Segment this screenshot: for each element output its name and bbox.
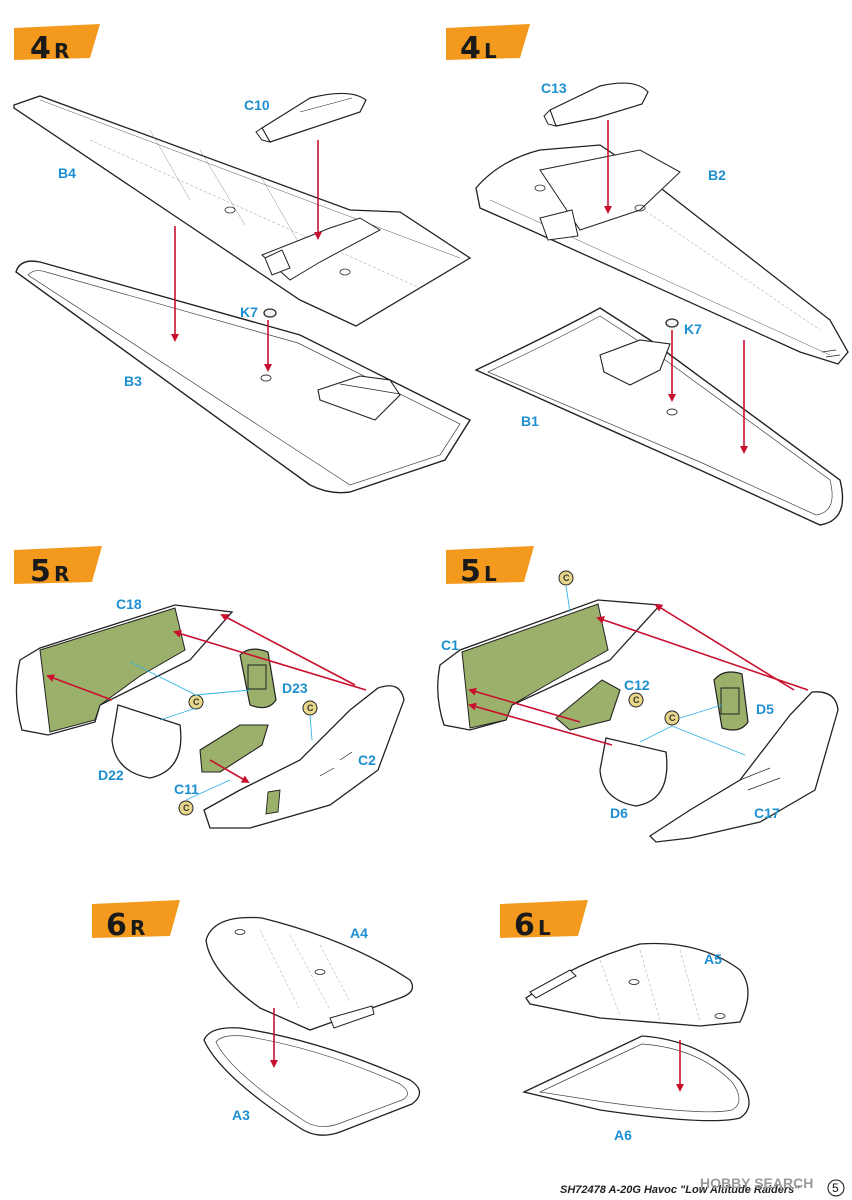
leader-line (565, 585, 746, 756)
part-label-d22: D22 (98, 767, 124, 783)
part-label-c12: C12 (624, 677, 650, 693)
part-label-c17: C17 (754, 805, 780, 821)
part-label-b3: B3 (124, 373, 142, 389)
part-label-a4: A4 (350, 925, 368, 941)
part-label-k7: K7 (684, 321, 702, 337)
glue-icon: C (558, 570, 574, 586)
part-label-b4: B4 (58, 165, 76, 181)
part-d6-shape (599, 737, 668, 807)
step-flag-5l: 5 L (446, 546, 534, 589)
part-a6-shape (522, 1035, 750, 1122)
page-number-badge (827, 1179, 845, 1197)
assembly-arrow (468, 702, 613, 746)
assembly-arrow (209, 759, 250, 784)
svg-text:C: C (633, 695, 640, 705)
step-side: L (484, 39, 497, 63)
glue-icon: C (302, 700, 318, 716)
part-label-b2: B2 (708, 167, 726, 183)
step-side: L (538, 916, 551, 940)
step-side: R (54, 39, 69, 63)
part-label-c18: C18 (116, 596, 142, 612)
step-number: 5 (460, 554, 481, 589)
assembly-arrow (654, 603, 795, 691)
step-flag-5r: 5 R (14, 546, 102, 589)
step-flag-4r: 4 R (14, 24, 100, 66)
part-label-d5: D5 (756, 701, 774, 717)
part-label-c10: C10 (244, 97, 270, 113)
svg-text:C: C (183, 803, 190, 813)
assembly-arrow (46, 674, 113, 701)
part-d22-shape (111, 704, 182, 779)
part-d5-shape (713, 671, 749, 731)
step-4l: 4 L C13 B2 K7 B1 (446, 24, 849, 526)
part-c2-shape (203, 685, 405, 829)
footer: SH72478 A-20G Havoc "Low Altitude Raider… (560, 1175, 845, 1197)
part-label-d6: D6 (610, 805, 628, 821)
kit-code: SH72478 A-20G Havoc "Low Altitude Raider… (560, 1184, 800, 1196)
part-label-c2: C2 (358, 752, 376, 768)
step-number: 6 (514, 908, 535, 943)
assembly-arrow (468, 687, 581, 723)
part-c17-shape (648, 691, 839, 843)
part-k7-disc (263, 308, 277, 318)
step-flag-6l: 6 L (500, 900, 588, 943)
step-number: 4 (30, 31, 51, 66)
step-4r: 4 R (13, 24, 472, 494)
part-b1-wing (474, 307, 844, 526)
step-6l: 6 L A5 A6 (500, 900, 750, 1143)
part-d23-shape (239, 648, 277, 709)
leader-line (129, 661, 313, 801)
part-label-a5: A5 (704, 951, 722, 967)
part-c1-shape (437, 599, 662, 731)
assembly-arrow (220, 614, 356, 686)
part-c11-shape (199, 724, 269, 773)
step-side: L (484, 562, 497, 586)
step-5l: 5 L C C C (437, 546, 839, 843)
part-a4-shape (205, 916, 414, 1031)
glue-icon: C (664, 710, 680, 726)
part-a3-shape (203, 1027, 421, 1136)
assembly-arrow (173, 629, 367, 691)
part-c12-shape (555, 679, 621, 731)
step-number: 5 (30, 554, 51, 589)
step-5r: 5 R C C (14, 546, 405, 829)
step-flag-4l: 4 L (446, 24, 530, 66)
glue-icon: C (188, 694, 204, 710)
step-side: R (130, 916, 145, 940)
svg-text:C: C (193, 697, 200, 707)
glue-icon: C (628, 692, 644, 708)
part-label-c1: C1 (441, 637, 459, 653)
part-b2-wing (475, 144, 849, 365)
part-label-k7: K7 (240, 304, 258, 320)
part-label-c11: C11 (174, 781, 199, 797)
part-label-d23: D23 (282, 680, 308, 696)
step-number: 4 (460, 31, 481, 66)
part-b4-wing (13, 95, 472, 327)
watermark: HOBBY SEARCH (700, 1175, 813, 1191)
part-label-b1: B1 (521, 413, 539, 429)
part-k7-disc (665, 318, 679, 328)
part-b3-wing (15, 260, 472, 494)
part-label-a3: A3 (232, 1107, 250, 1123)
part-label-a6: A6 (614, 1127, 632, 1143)
part-c10-shape (255, 92, 367, 143)
part-c13-shape (543, 82, 649, 127)
step-flag-6r: 6 R (92, 900, 180, 943)
part-label-c13: C13 (541, 80, 567, 96)
svg-text:C: C (669, 713, 676, 723)
svg-text:C: C (307, 703, 314, 713)
step-6r: 6 R A4 A3 (92, 900, 421, 1136)
svg-text:C: C (563, 573, 570, 583)
part-a5-shape (525, 942, 749, 1027)
step-number: 6 (106, 908, 127, 943)
page-number: 5 (832, 1181, 839, 1195)
step-side: R (54, 562, 69, 586)
glue-icon: C (178, 800, 194, 816)
